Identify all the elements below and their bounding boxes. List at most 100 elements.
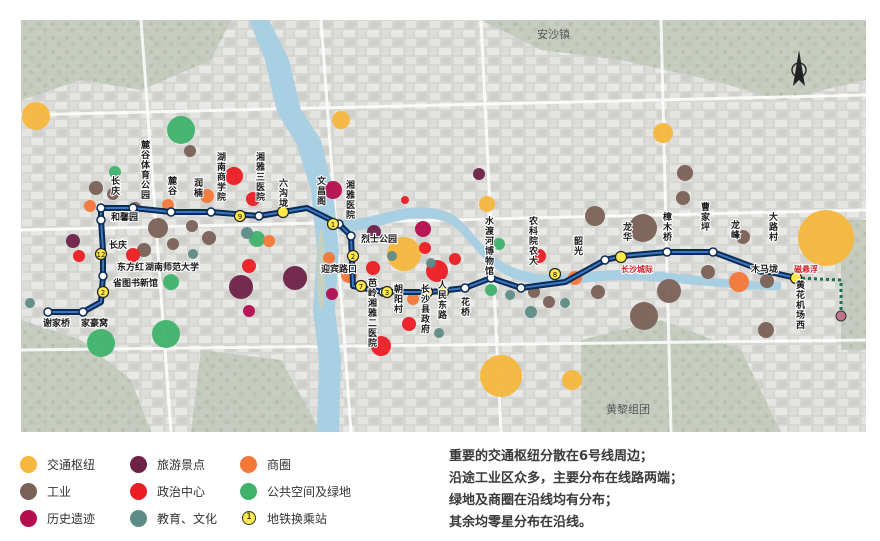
transfer-station[interactable]: [276, 205, 290, 219]
poi-green: [87, 329, 115, 357]
legend-swatch: [130, 509, 147, 527]
station-marker[interactable]: [756, 265, 766, 275]
station-marker[interactable]: [662, 247, 672, 257]
legend-item-government: 政治中心: [130, 482, 205, 500]
poi-commerce: [729, 272, 749, 292]
station-label: 花桥: [461, 296, 471, 318]
station-label: 文昌阁: [316, 175, 327, 207]
legend-label: 教育、文化: [157, 511, 218, 526]
station-marker[interactable]: [128, 203, 138, 213]
station-label: 木马垅: [750, 263, 778, 275]
station-marker[interactable]: [96, 215, 106, 225]
station-label: 湘雅三医院: [255, 151, 265, 203]
station-marker[interactable]: [98, 271, 108, 281]
transfer-station-marker: [354, 279, 368, 293]
poi-education: [188, 249, 198, 259]
poi-green: [493, 238, 505, 250]
station-marker[interactable]: [78, 307, 88, 317]
station-marker[interactable]: [600, 255, 610, 265]
legend-label: 公共空间及绿地: [267, 484, 352, 499]
transfer-station[interactable]: 2: [346, 249, 360, 263]
poi-green: [152, 320, 180, 348]
juzizhou-island: [317, 230, 325, 310]
station-marker[interactable]: [708, 247, 718, 257]
transfer-station[interactable]: 3: [380, 285, 394, 299]
station-label: 韶光: [573, 235, 583, 257]
transfer-station[interactable]: [614, 250, 628, 264]
transfer-station[interactable]: 2: [436, 285, 450, 299]
station-label: 水渡河博物馆: [485, 215, 495, 277]
station-marker[interactable]: [346, 231, 356, 241]
poi-industry: [629, 214, 657, 242]
legend-item-heritage: 历史遗迹: [20, 509, 95, 527]
transfer-station-number: 2: [441, 289, 445, 297]
poi-commerce: [407, 293, 419, 305]
transfer-station[interactable]: 7: [354, 279, 368, 293]
transfer-station-number: 9: [238, 213, 242, 221]
poi-industry: [186, 220, 198, 232]
transfer-station[interactable]: 1: [326, 217, 340, 231]
poi-hub: [22, 102, 50, 130]
poi-hub: [798, 210, 854, 266]
station-label: 长沙县政府: [421, 283, 431, 335]
poi-hub: [387, 237, 421, 271]
station-marker[interactable]: [254, 211, 264, 221]
poi-industry: [585, 206, 605, 226]
poi-green: [485, 284, 497, 296]
transfer-station-number: 7: [359, 283, 363, 291]
legend-label: 交通枢纽: [47, 457, 96, 472]
vegetation-areas: [21, 20, 866, 432]
poi-industry: [676, 191, 690, 205]
poi-hub: [653, 123, 673, 143]
poi-education: [426, 258, 436, 268]
legend-item-education: 教育、文化: [130, 509, 217, 527]
transfer-station[interactable]: 8: [548, 267, 562, 281]
station-marker[interactable]: [460, 283, 470, 293]
poi-commerce: [84, 200, 96, 212]
poi-industry: [167, 238, 179, 250]
station-marker[interactable]: [96, 203, 106, 213]
station-label: 龙华: [622, 221, 632, 243]
station-marker[interactable]: [43, 307, 53, 317]
maglev-terminal: [835, 310, 847, 322]
legend-label: 历史遗迹: [47, 511, 96, 526]
poi-education: [241, 227, 253, 239]
label-layer: 安沙镇黄黎组团长沙城际磁悬浮湘雅医院六沟垅湖南商学院湘雅三医院麓谷体育公园麓谷润…: [42, 27, 819, 416]
poi-government: [225, 167, 243, 185]
poi-government: [242, 259, 256, 273]
transfer-station-number: 12: [97, 251, 106, 259]
legend-swatch: [240, 455, 257, 473]
note-line-1: 重要的交通枢纽分散在6号线周边；: [449, 449, 654, 464]
note-line-4: 其余均零星分布在沿线。: [449, 515, 593, 530]
station-marker[interactable]: [516, 283, 526, 293]
transfer-station[interactable]: 12: [94, 247, 108, 261]
transfer-station-marker: [276, 205, 290, 219]
poi-education: [25, 298, 35, 308]
station-label: 长庆: [110, 175, 121, 197]
poi-green: [167, 116, 195, 144]
station-label: 湖南师范大学: [145, 261, 199, 273]
poi-scenic: [229, 275, 253, 299]
transfer-station[interactable]: 2: [96, 285, 110, 299]
station-label: 曹家坪: [701, 201, 711, 233]
poi-education: [505, 290, 515, 300]
legend-swatch: [240, 482, 257, 500]
station-marker[interactable]: [166, 207, 176, 217]
poi-industry: [736, 230, 750, 244]
poi-government: [246, 192, 260, 206]
poi-education: [387, 251, 397, 261]
station-marker[interactable]: [486, 273, 496, 283]
note-line-2: 沿途工业区众多，主要分布在线路两端；: [449, 471, 684, 486]
poi-education: [525, 306, 537, 318]
transfer-station[interactable]: 5: [420, 285, 434, 299]
poi-heritage: [415, 221, 431, 237]
transfer-station[interactable]: 9: [233, 209, 247, 223]
transfer-station[interactable]: [789, 271, 803, 285]
station-marker[interactable]: [206, 207, 216, 217]
poi-education: [560, 298, 570, 308]
poi-government: [73, 250, 85, 262]
poi-green: [163, 274, 179, 290]
poi-heritage: [243, 305, 255, 317]
